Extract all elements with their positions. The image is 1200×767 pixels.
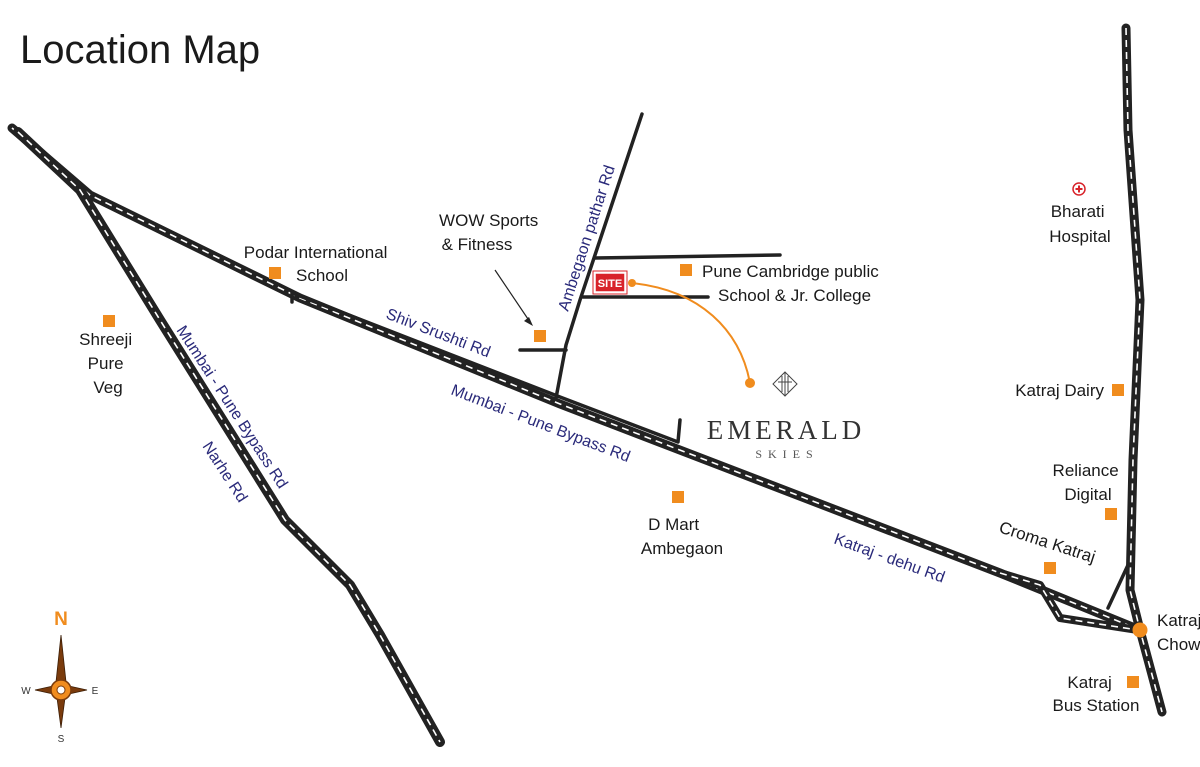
label-shreeji: Shreeji Pure Veg xyxy=(79,330,137,397)
road-shiv-srushti xyxy=(290,290,682,444)
project-name: EMERALD xyxy=(707,415,866,445)
pointer-wow-arrowhead xyxy=(524,317,533,326)
compass-rose-icon xyxy=(34,634,88,729)
label-pune-cambridge: Pune Cambridge public School & Jr. Colle… xyxy=(702,262,883,305)
site-badge-label: SITE xyxy=(598,278,622,290)
road-ambegaon-pathar xyxy=(554,112,644,400)
compass-north: N xyxy=(54,609,68,630)
highway-katraj-north-south xyxy=(1121,23,1167,717)
label-reliance: Reliance Digital xyxy=(1053,461,1124,504)
project-tagline: SKIES xyxy=(755,447,818,461)
road-katraj-link xyxy=(1106,563,1130,610)
compass-east: E xyxy=(92,686,99,697)
site-badge: SITE xyxy=(592,270,628,295)
compass-south: S xyxy=(58,734,65,745)
compass: N W E S xyxy=(21,609,98,745)
pointer-wow xyxy=(494,269,531,323)
highway-katraj-loop xyxy=(996,569,1142,634)
emerald-logo-icon xyxy=(772,371,798,397)
label-katraj-chowk: Katraj Chowk xyxy=(1157,611,1200,654)
label-katraj-dairy: Katraj Dairy xyxy=(1015,381,1104,400)
highway-narhe-bypass xyxy=(13,127,445,747)
compass-west: W xyxy=(21,686,31,697)
label-wow: WOW Sports & Fitness xyxy=(439,211,543,254)
marker-katraj-dairy xyxy=(1112,384,1124,396)
marker-katraj-bus xyxy=(1127,676,1139,688)
label-dmart: D Mart Ambegaon xyxy=(641,515,723,558)
label-bharati: Bharati Hospital xyxy=(1049,202,1110,246)
marker-croma xyxy=(1044,562,1056,574)
marker-dmart xyxy=(672,491,684,503)
label-podar: Podar International School xyxy=(244,243,392,285)
marker-wow xyxy=(534,330,546,342)
site-connector-dot-end xyxy=(745,378,755,388)
site-connector-dot-start xyxy=(628,279,636,287)
marker-podar xyxy=(269,267,281,279)
road-branch-top xyxy=(593,253,782,260)
highway-mumbai-pune-bypass xyxy=(7,123,1140,633)
marker-katraj-chowk xyxy=(1132,622,1148,638)
page-title: Location Map xyxy=(20,28,260,72)
marker-shreeji xyxy=(103,315,115,327)
road-label-katraj-dehu: Katraj - dehu Rd xyxy=(832,531,947,587)
marker-reliance xyxy=(1105,508,1117,520)
label-croma: Croma Katraj xyxy=(997,518,1098,567)
marker-pune-cambridge xyxy=(680,264,692,276)
site-connector-line xyxy=(631,282,751,384)
label-katraj-bus: Katraj Bus Station xyxy=(1053,673,1140,715)
hospital-icon xyxy=(1072,182,1086,196)
